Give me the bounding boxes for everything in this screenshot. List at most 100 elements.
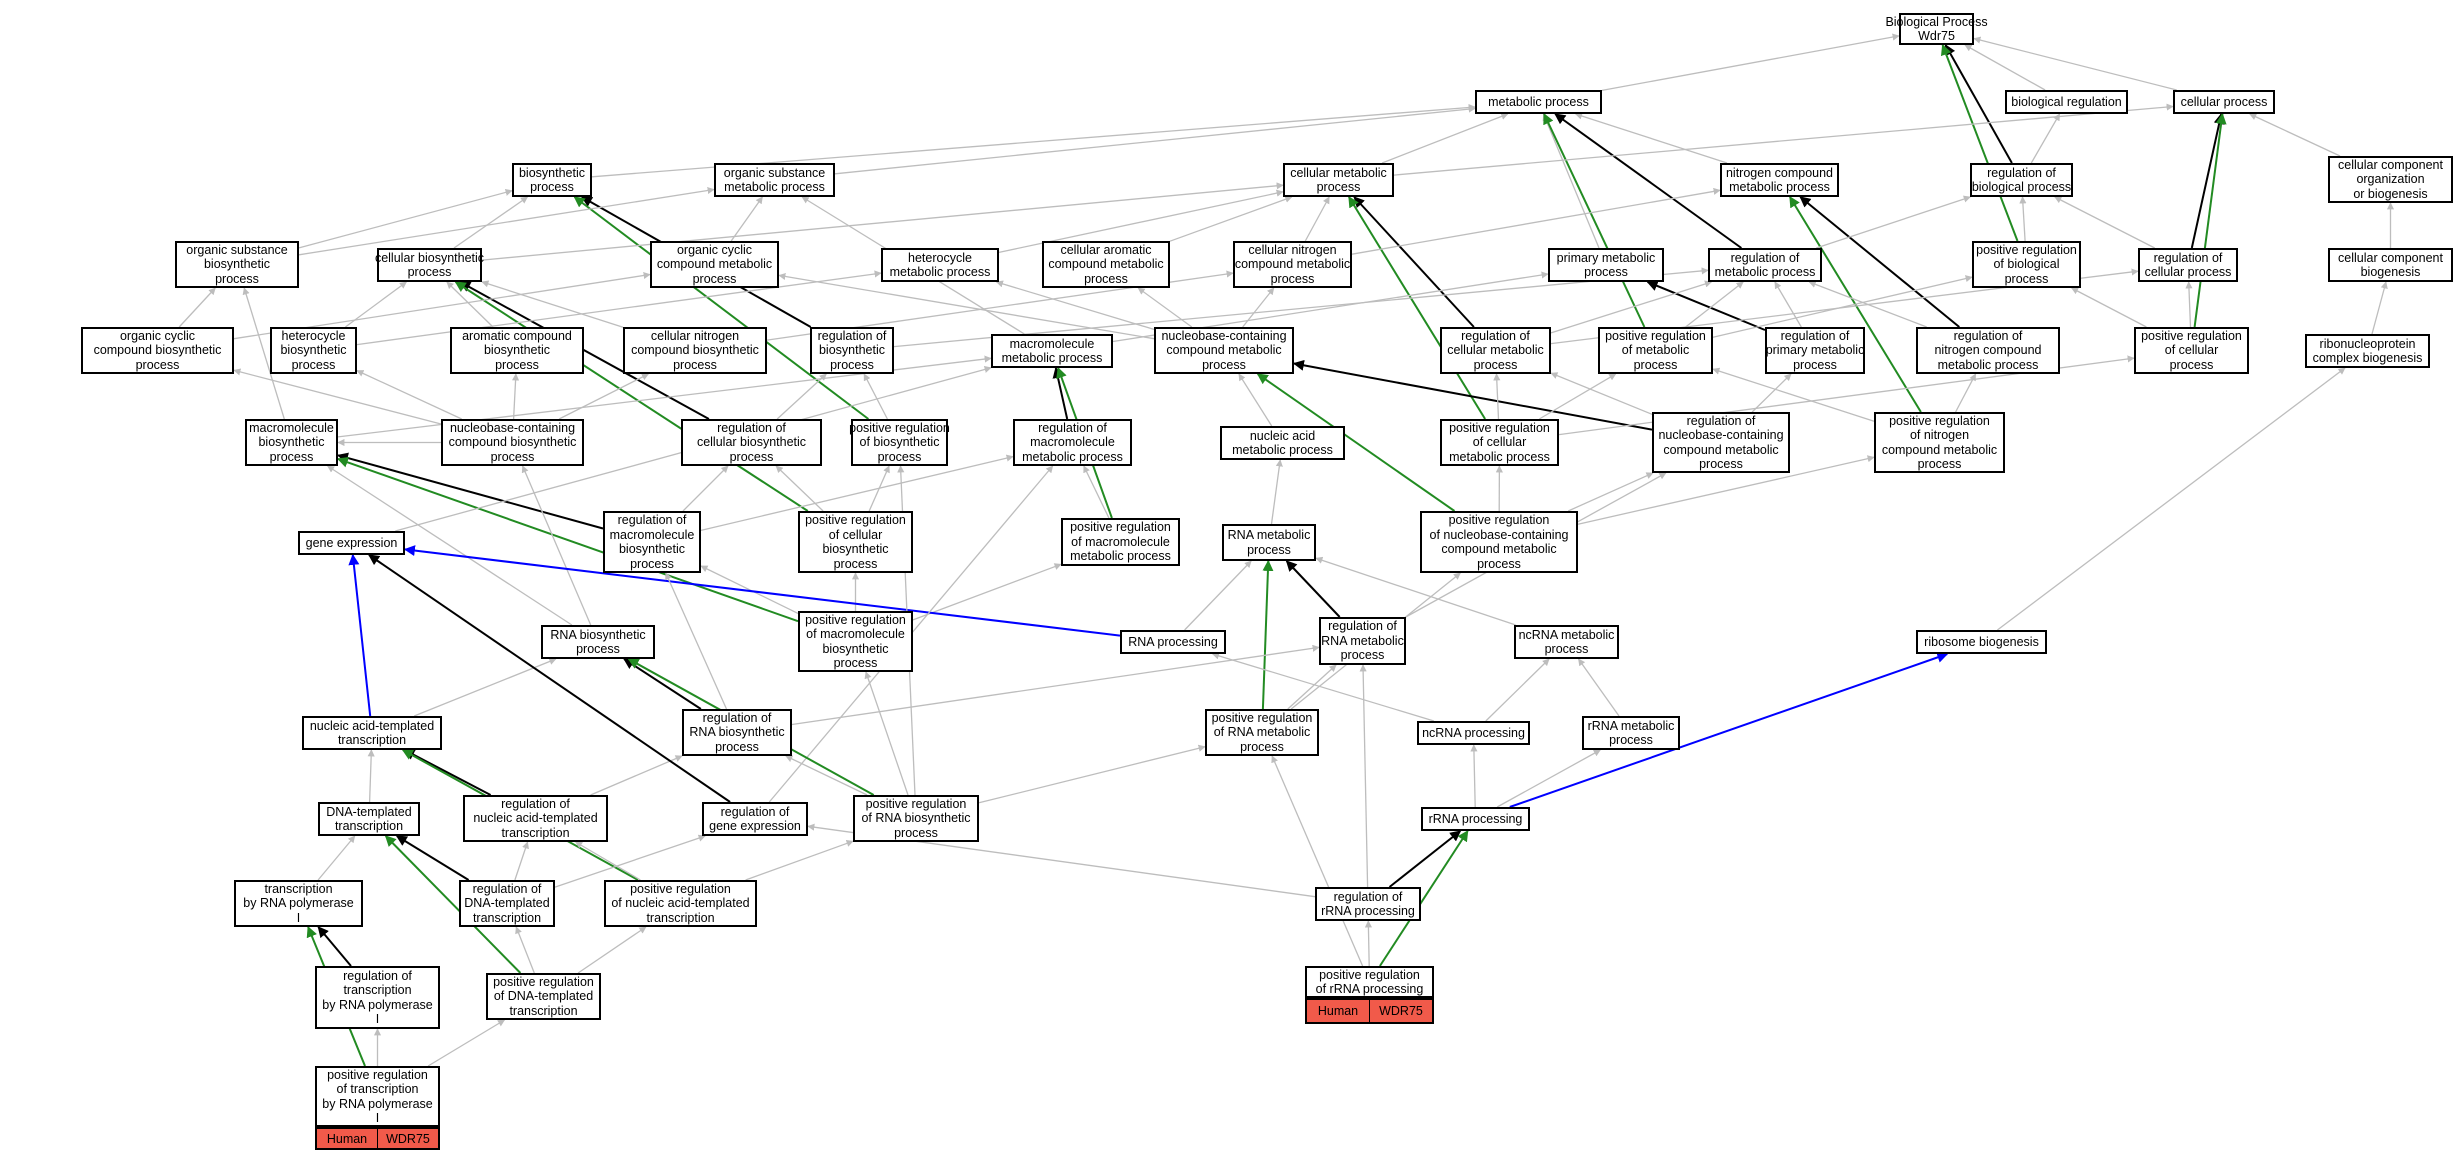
go-term-label-line: ribosome biogenesis	[1924, 634, 2039, 649]
go-term-node[interactable]: rRNA processing	[1421, 807, 1530, 831]
go-term-label-line: process	[291, 357, 336, 372]
go-term-label-line: cellular nitrogen	[650, 328, 740, 343]
go-term-label-line: nitrogen compound	[1725, 165, 1834, 180]
go-term-node[interactable]: cellular process	[2173, 90, 2275, 114]
go-term-label-line: nucleobase-containing	[1658, 428, 1784, 442]
edge-is-a	[700, 565, 799, 614]
go-term-label-line: ncRNA processing	[1422, 725, 1525, 740]
go-term-node[interactable]: ncRNA processing	[1417, 721, 1530, 745]
edge-is-a	[356, 370, 462, 420]
go-term-label-line: rRNA processing	[1428, 811, 1523, 826]
annotation-species: Human	[1307, 1000, 1370, 1022]
go-term-node[interactable]: biological regulation	[2005, 90, 2128, 114]
go-term-label-line: by RNA polymerase	[322, 997, 433, 1012]
edge-is-a	[356, 270, 882, 346]
edge-regulates	[1353, 196, 1475, 328]
go-term-label-line: gene expression	[305, 535, 398, 550]
go-term-label-line: biosynthetic	[822, 641, 889, 656]
go-term-label-line: transcription	[472, 910, 542, 925]
edge-is-a	[745, 840, 854, 881]
go-term-node[interactable]: RNA processing	[1120, 630, 1226, 654]
go-term-node[interactable]: ribosome biogenesis	[1916, 630, 2047, 654]
edge-is-a	[1973, 36, 2177, 91]
go-term-node[interactable]: gene expression	[298, 531, 405, 555]
go-term-label-line: organic substance	[723, 165, 826, 180]
go-term-label-line: positive regulation	[1448, 513, 1550, 527]
go-term-label-line: macromolecule	[1030, 435, 1115, 450]
go-term-label-line: organization	[2356, 172, 2425, 187]
edge-is-a	[2019, 196, 2027, 242]
go-term-label-line: macromolecule	[609, 527, 695, 542]
go-term-node[interactable]: metabolic process	[1475, 90, 1602, 114]
edge-is-a	[453, 196, 529, 249]
go-term-label-line: Wdr75	[1918, 29, 1955, 43]
go-term-label-line: biosynthetic	[818, 343, 885, 358]
